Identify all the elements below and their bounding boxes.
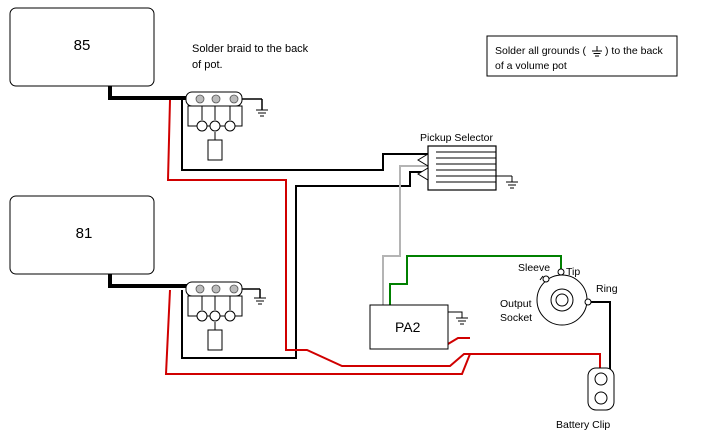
socket-tip-label: Tip (566, 266, 580, 278)
wire-red-bridge-loop (164, 289, 601, 375)
grounds-note-line1a: Solder all grounds ( (495, 45, 587, 57)
socket-socket-label: Socket (500, 312, 532, 324)
braid-wire-85 (108, 86, 190, 100)
braid-wire-81 (108, 274, 190, 288)
wire-ring-to-battery (590, 301, 611, 370)
pickup-81: 81 (9, 195, 155, 275)
socket-ring-label: Ring (596, 283, 618, 295)
volume-pot-neck (185, 91, 268, 161)
grounds-note-line1b: ) to the back (605, 45, 664, 57)
pickup-81-label: 81 (76, 225, 93, 242)
ground-symbol-icon (456, 317, 468, 325)
volume-pot-bridge (185, 281, 266, 351)
battery-clip: Battery Clip (556, 367, 615, 431)
wire-red-pa2-link (447, 337, 470, 345)
grounds-note-box: Solder all grounds ( ) to the back of a … (486, 35, 678, 77)
braid-note-line2: of pot. (192, 59, 223, 71)
ground-symbol-icon (254, 297, 266, 305)
ground-symbol-icon (256, 109, 268, 117)
pickup-85-label: 85 (74, 37, 91, 54)
pickup-85: 85 (9, 7, 155, 87)
pickup-selector-label: Pickup Selector (420, 132, 493, 144)
socket-sleeve-label: Sleeve (518, 262, 550, 274)
grounds-note-line2: of a volume pot (495, 60, 567, 72)
output-socket: Sleeve Tip Ring Output Socket (500, 262, 618, 326)
braid-note-line1: Solder braid to the back (192, 43, 309, 55)
battery-clip-label: Battery Clip (556, 419, 610, 431)
pickup-selector: Pickup Selector (417, 132, 518, 191)
wire-bridge-to-selector (181, 171, 430, 359)
wire-neck-to-selector (181, 100, 430, 171)
wire-red-neck-loop (166, 99, 470, 367)
wire-pa2-to-tip (389, 255, 562, 305)
pa2-label: PA2 (395, 319, 421, 335)
socket-output-label: Output (500, 298, 532, 310)
wires (108, 86, 611, 375)
wire-selector-to-pa2 (382, 165, 430, 305)
ground-symbol-icon (592, 46, 602, 57)
ground-symbol-icon (506, 181, 518, 189)
braid-note: Solder braid to the back of pot. (192, 43, 309, 71)
pa2-preamp: PA2 (369, 304, 468, 350)
